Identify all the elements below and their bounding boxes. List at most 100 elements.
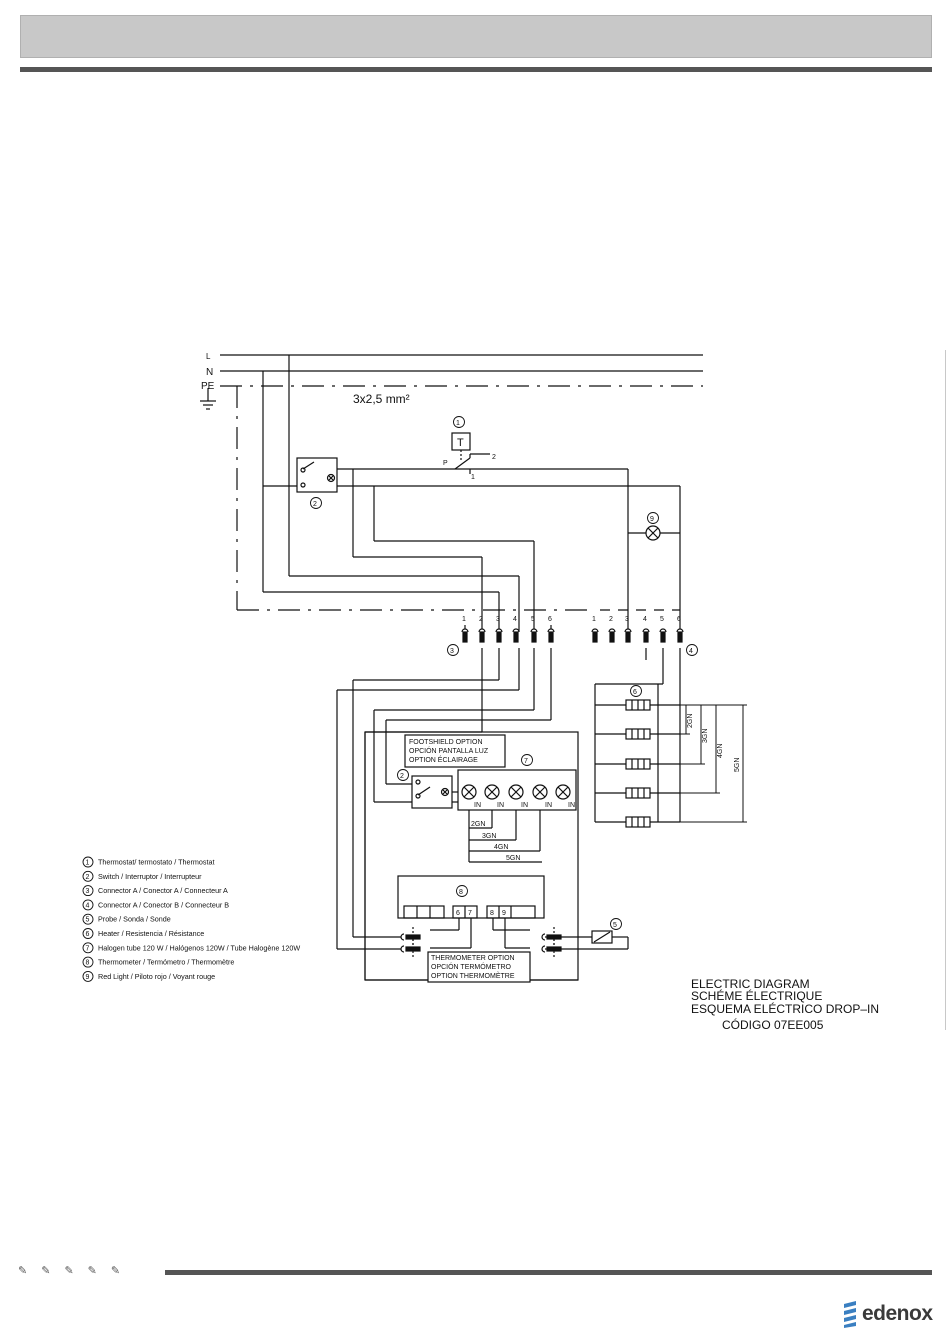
legend-text: Red Light / Piloto rojo / Voyant rouge	[98, 972, 215, 981]
brand-name: edenox	[862, 1302, 933, 1325]
connector-a-pin	[530, 628, 538, 643]
halogen-lamp	[508, 784, 524, 800]
lamp-group-5gn: 5GN	[506, 855, 520, 862]
title-line-1: ELECTRIC DIAGRAM	[691, 977, 810, 991]
lamp-group-4gn: 4GN	[494, 844, 508, 851]
connector-b	[591, 628, 684, 643]
pencil-icon: ✎	[64, 1264, 74, 1277]
callout-7: 7	[524, 758, 528, 765]
connector-a-pin	[547, 628, 555, 643]
connector-a-pin	[495, 628, 503, 643]
heater-group-5gn: 5GN	[734, 758, 741, 772]
edenox-logo-icon	[844, 1301, 856, 1328]
terminal-2: 2	[492, 454, 496, 461]
heater	[595, 699, 680, 711]
legend-text: Connector A / Conector B / Connecteur B	[98, 900, 229, 909]
connector-b-pin	[642, 628, 650, 643]
callout-9: 9	[650, 516, 654, 523]
lamp-group-3gn: 3GN	[482, 833, 496, 840]
pencil-icon: ✎	[41, 1264, 51, 1277]
connector-a-pin-label: 2	[479, 616, 483, 623]
callout-8: 8	[459, 889, 463, 896]
heater-group-2gn: 2GN	[687, 714, 694, 728]
legend-number: 3	[86, 888, 90, 895]
callout-2: 2	[313, 501, 317, 508]
thermo-pin-6: 6	[456, 910, 460, 917]
heater-group-4gn: 4GN	[717, 744, 724, 758]
footshield-line-1: FOOTSHIELD OPTION	[409, 739, 483, 746]
pencil-icon: ✎	[87, 1264, 97, 1277]
halogen-lamp	[484, 784, 500, 800]
legend-item: 5 Probe / Sonda / Sonde	[82, 913, 171, 925]
title-line-4: CÓDIGO 07EE005	[722, 1017, 824, 1032]
legend-text: Thermostat/ termostato / Thermostat	[98, 858, 215, 867]
connector-b-pin-label: 5	[660, 616, 664, 623]
connector-b-pin	[591, 628, 599, 643]
legend-text: Thermometer / Termómetro / Thermomètre	[98, 958, 234, 967]
terminal-p: P	[443, 460, 448, 467]
connector-a-pin	[461, 628, 469, 643]
connector-b-pin	[624, 628, 632, 643]
title-line-3: ESQUEMA ELÉCTRICO DROP–IN	[691, 1001, 879, 1016]
legend-number: 5	[86, 917, 90, 924]
legend-item: 8 Thermometer / Termómetro / Thermomètre	[82, 956, 234, 968]
lamp-label: IN	[497, 802, 504, 809]
thermometer-line-3: OPTION THERMOMÈTRE	[431, 971, 515, 980]
side-rule	[945, 350, 946, 1030]
connector-a-pin-label: 6	[548, 616, 552, 623]
footer-rule	[165, 1270, 932, 1275]
connector-b-pin-label: 4	[643, 616, 647, 623]
legend-number: 2	[86, 874, 90, 881]
title-line-2: SCHÉME ÉLECTRIQUE	[691, 988, 822, 1003]
connector-a-pin	[512, 628, 520, 643]
connector-a	[461, 628, 555, 643]
connector-a-pin-label: 3	[496, 616, 500, 623]
connector-b-pin	[676, 628, 684, 643]
thermometer-plug	[541, 927, 562, 947]
pencil-icon: ✎	[18, 1264, 28, 1277]
callout-6: 6	[633, 689, 637, 696]
halogen-lamp	[532, 784, 548, 800]
lamp-label: IN	[521, 802, 528, 809]
label-l: L	[206, 352, 211, 361]
connector-b-pin-label: 1	[592, 616, 596, 623]
thermo-pin-9: 9	[502, 910, 506, 917]
header-band	[20, 15, 932, 58]
thermometer-line-1: THERMOMETER OPTION	[431, 955, 515, 962]
connector-a-pin-label: 4	[513, 616, 517, 623]
thermo-pin-8: 8	[490, 910, 494, 917]
connector-a-pin	[478, 628, 486, 643]
header-rule	[20, 67, 932, 72]
legend-text: Probe / Sonda / Sonde	[98, 915, 171, 924]
callout-2b: 2	[400, 773, 404, 780]
legend-number: 8	[86, 960, 90, 967]
label-n: N	[206, 367, 213, 378]
callout-5: 5	[613, 922, 617, 929]
brand-logo: edenox	[842, 1300, 933, 1328]
legend-number: 9	[86, 974, 90, 981]
legend-item: 2 Switch / Interruptor / Interrupteur	[82, 870, 202, 882]
connector-a-pin-label: 1	[462, 616, 466, 623]
thermometer-connectors	[400, 927, 562, 959]
connector-b-pin	[608, 628, 616, 643]
legend-text: Connector A / Conector A / Connecteur A	[98, 886, 228, 895]
connector-b-pin-label: 6	[677, 616, 681, 623]
legend-number: 7	[86, 945, 90, 952]
halogen-lamp	[555, 784, 571, 800]
thermometer-line-2: OPCIÓN TERMÓMETRO	[431, 962, 512, 971]
footer-icons: ✎ ✎ ✎ ✎ ✎	[18, 1264, 120, 1278]
connector-a-pin-label: 5	[531, 616, 535, 623]
callout-1: 1	[456, 420, 460, 427]
callout-4: 4	[689, 648, 693, 655]
terminal-1: 1	[471, 474, 475, 481]
lamp-label: IN	[474, 802, 481, 809]
legend-text: Switch / Interruptor / Interrupteur	[98, 872, 202, 881]
connector-b-pin-label: 3	[625, 616, 629, 623]
